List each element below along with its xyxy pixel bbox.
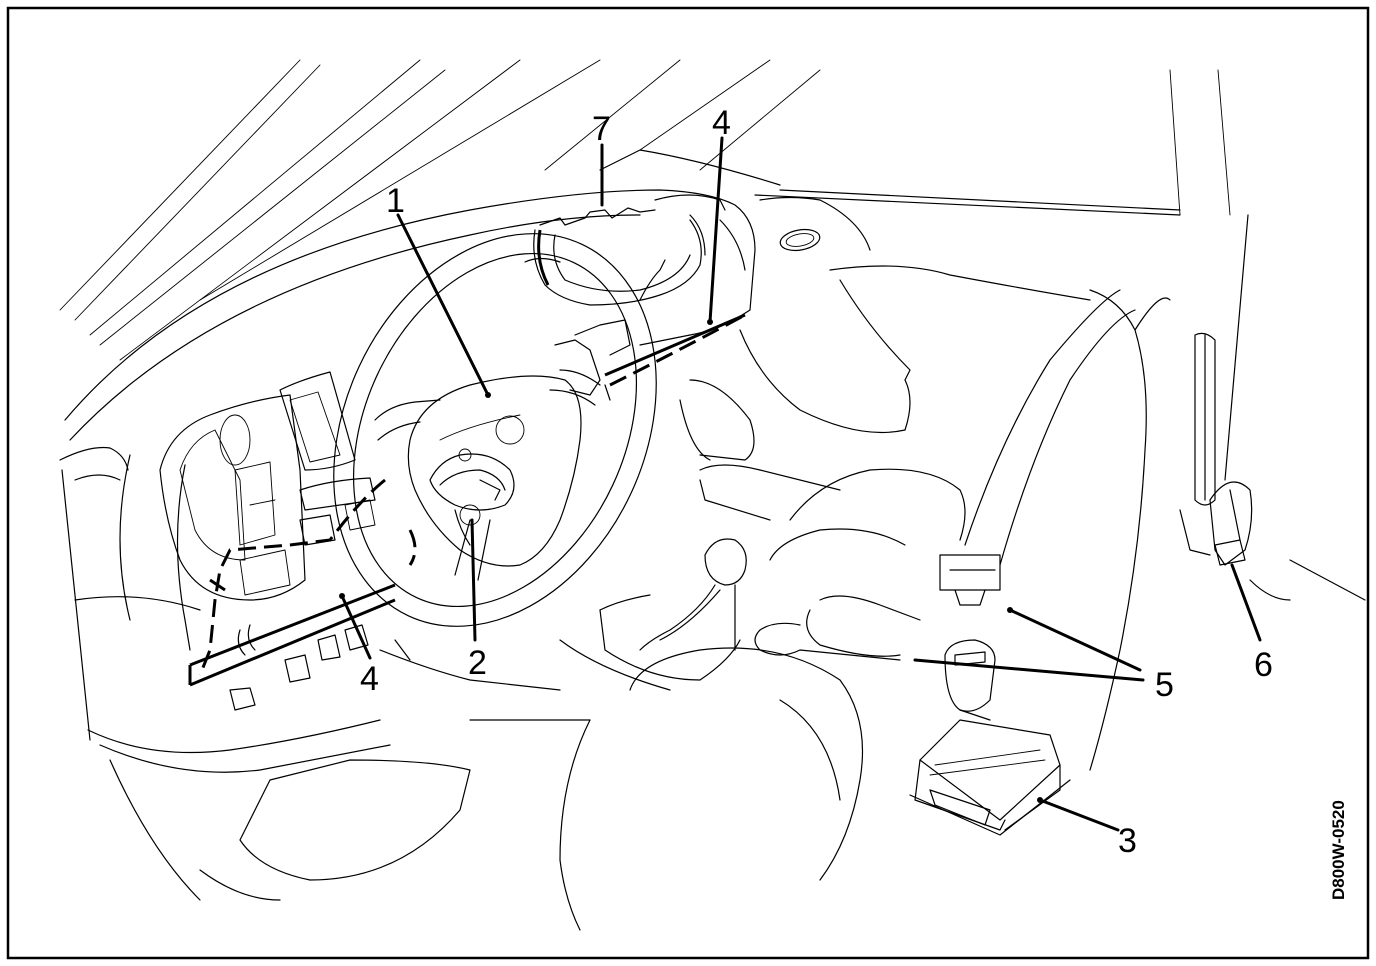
clock-spring: [429, 448, 515, 546]
figure-border: [6, 6, 1370, 960]
callout-4-lower: 4: [360, 660, 379, 698]
callout-5: 5: [1155, 666, 1174, 704]
steering-wheel: [333, 233, 657, 627]
callout-3: 3: [1118, 822, 1137, 860]
gear-lever: [559, 464, 841, 691]
floor-area: [109, 639, 591, 901]
figure-reference-code: D800W-0520: [1329, 800, 1348, 900]
callout-7: 7: [592, 110, 611, 148]
driver-seat: [559, 647, 864, 931]
callout-1: 1: [386, 182, 405, 220]
passenger-seat: [754, 289, 1171, 771]
callout-2: 2: [468, 644, 487, 682]
airbag-control-unit: [909, 719, 1071, 836]
callout-4-upper: 4: [712, 104, 731, 142]
leader-lines: [339, 136, 1262, 832]
b-pillar-retractor: [1179, 214, 1366, 601]
passenger-airbag-module: [524, 207, 706, 306]
driver-airbag-module: [407, 375, 582, 567]
windscreen-lines: [59, 59, 1231, 361]
dashboard: [59, 189, 1091, 773]
seat-belt-pretensioner: [939, 289, 1136, 721]
callout-6: 6: [1254, 646, 1273, 684]
wiring-harness: [188, 313, 746, 687]
